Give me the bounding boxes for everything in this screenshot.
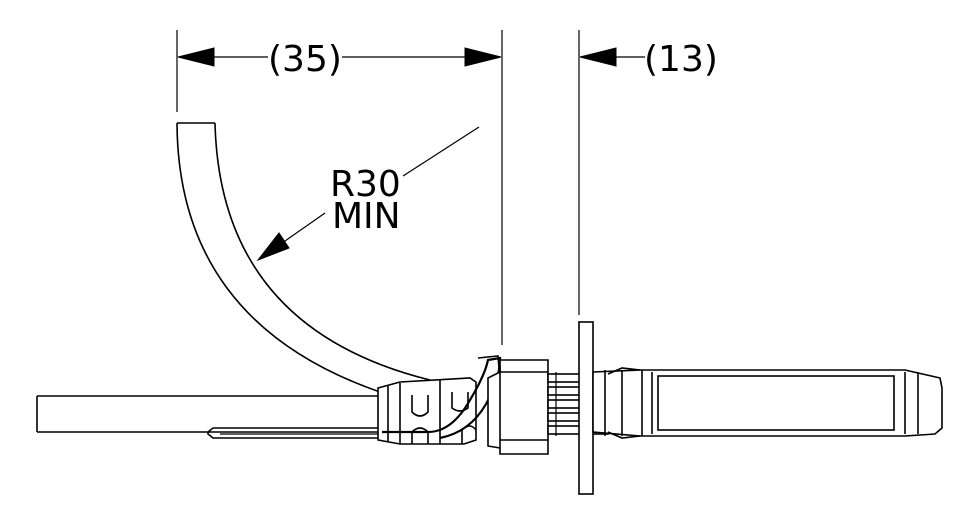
module-clip-bottom <box>607 431 641 439</box>
connector-housing <box>487 359 609 455</box>
radius-qualifier-label: MIN <box>332 196 401 237</box>
arrowhead-13 <box>579 47 617 67</box>
module-clip-top <box>607 367 641 375</box>
pull-tab <box>207 427 383 439</box>
boot-slot-1 <box>411 395 429 417</box>
cable-outer-edge <box>176 122 381 393</box>
dimension-13: (13) <box>578 30 718 315</box>
radius-arrowhead <box>256 232 290 262</box>
panel-body <box>578 321 594 495</box>
arrowhead-left <box>177 47 215 67</box>
dimension-13-label: (13) <box>644 39 718 80</box>
strain-relief-boot <box>377 377 477 445</box>
latch-arm-outline <box>382 356 502 440</box>
transceiver-module <box>592 367 943 439</box>
module-label-area <box>657 375 895 431</box>
dimension-35: (35) <box>176 30 503 345</box>
bent-cable <box>176 122 431 393</box>
boot-slot-3 <box>451 392 469 412</box>
radius-callout: R30 MIN <box>256 126 480 262</box>
module-body <box>592 369 943 437</box>
arrowhead-right <box>464 47 502 67</box>
pull-tab-body <box>207 427 383 439</box>
straight-cable <box>36 395 378 433</box>
radius-label: R30 <box>330 164 401 205</box>
dimension-35-label: (35) <box>268 39 342 80</box>
panel-flange <box>578 321 594 495</box>
radius-leader-upper <box>402 126 480 177</box>
cable-inner-edge <box>214 122 431 381</box>
